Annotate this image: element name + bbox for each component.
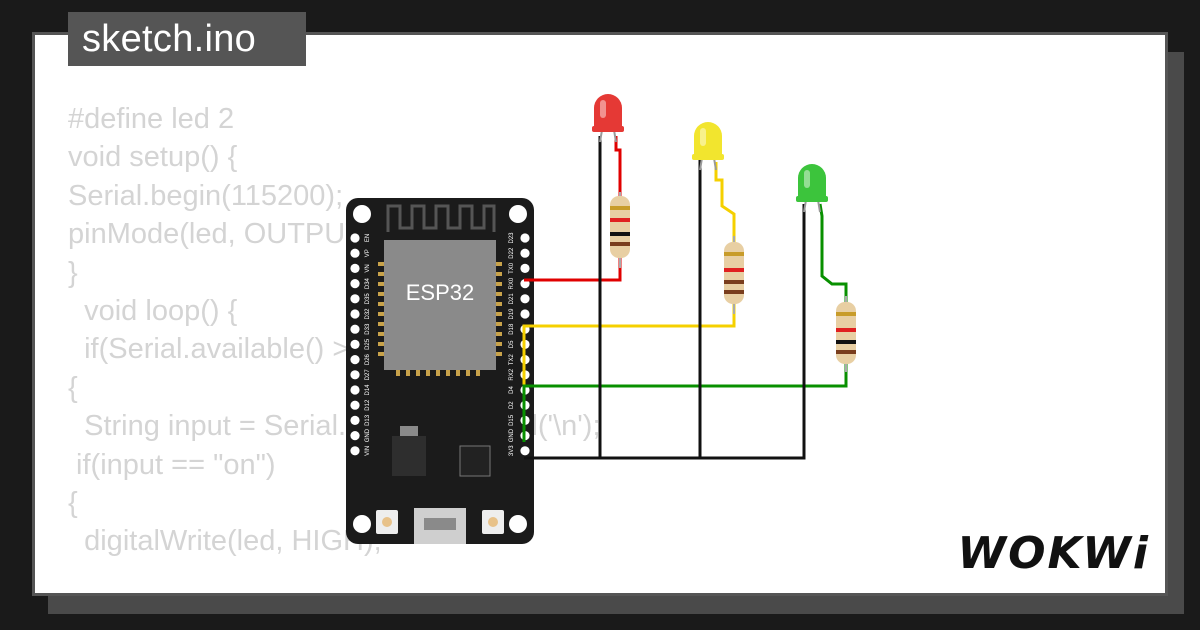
resistor-green-led[interactable] — [836, 296, 856, 372]
pin-label: VN — [365, 264, 371, 272]
pin-d35[interactable] — [350, 294, 360, 304]
pin-label: VIN — [365, 446, 371, 456]
pin-en[interactable] — [350, 233, 360, 243]
wire-red-led-anode — [614, 136, 622, 196]
pin-label: D4 — [509, 386, 515, 394]
pin-label: RX0 — [509, 277, 515, 289]
wires — [522, 136, 848, 460]
pin-d23[interactable] — [520, 233, 530, 243]
pin-label: GND — [365, 428, 371, 442]
file-tab[interactable]: sketch.ino — [68, 12, 306, 66]
module-pads — [378, 262, 502, 376]
leds — [592, 94, 828, 213]
pin-label: D26 — [365, 353, 371, 365]
pin-d14[interactable] — [350, 385, 360, 395]
pin-label: VP — [365, 249, 371, 257]
pin-gnd[interactable] — [350, 431, 360, 441]
pin-d32[interactable] — [350, 309, 360, 319]
pin-label: D33 — [365, 323, 371, 335]
led-yellow[interactable] — [692, 122, 724, 171]
pin-label: TX2 — [509, 353, 515, 365]
regulator-tab — [400, 426, 418, 436]
pin-label: D12 — [365, 399, 371, 411]
pin-vp[interactable] — [350, 248, 360, 258]
code-line: digitalWrite(led, HIGH); — [68, 525, 382, 558]
esp32-module — [384, 240, 496, 370]
pin-label: D35 — [365, 293, 371, 305]
wire-red[interactable] — [524, 258, 622, 282]
wire-gnd-green-led[interactable] — [524, 204, 806, 460]
pin-tx0[interactable] — [520, 263, 530, 273]
resistor-red-led[interactable] — [610, 192, 630, 268]
usb-port-slot — [424, 518, 456, 530]
code-line: pinMode(led, OUTPUT); — [68, 218, 381, 251]
code-line: Serial.begin(115200); — [68, 179, 344, 212]
mounting-hole — [509, 515, 527, 533]
wire-gnd-red-led[interactable] — [524, 136, 602, 460]
pin-label: D27 — [365, 369, 371, 381]
code-line: #define led 2 — [68, 103, 235, 135]
pin-d13[interactable] — [350, 415, 360, 425]
pin-vn[interactable] — [350, 263, 360, 273]
pin-label: D23 — [509, 232, 515, 244]
pin-label: 3V3 — [509, 445, 515, 456]
pin-label: D32 — [365, 308, 371, 320]
pin-d25[interactable] — [350, 339, 360, 349]
wokwi-logo: WOKWi — [957, 528, 1150, 579]
pin-label: D18 — [509, 323, 515, 335]
mounting-hole — [509, 205, 527, 223]
pin-d19[interactable] — [520, 309, 530, 319]
wire-green-led-anode — [818, 203, 848, 302]
pin-label: GND — [509, 428, 515, 442]
led-green[interactable] — [796, 164, 828, 213]
pin-label: D19 — [509, 308, 515, 320]
pin-d22[interactable] — [520, 248, 530, 258]
pin-label: D13 — [365, 414, 371, 426]
pin-label: D25 — [365, 338, 371, 350]
code-line: if(input == "on") — [68, 448, 276, 481]
pin-d26[interactable] — [350, 355, 360, 365]
wire-green[interactable] — [522, 362, 848, 442]
pin-d33[interactable] — [350, 324, 360, 334]
code-line: { — [68, 486, 78, 519]
wire-yellow[interactable] — [522, 302, 736, 442]
pin-label: D34 — [365, 277, 371, 289]
code-line: { — [68, 371, 78, 404]
pin-label: D22 — [509, 247, 515, 259]
antenna-trace — [386, 204, 496, 232]
mounting-hole — [353, 515, 371, 533]
resistor-yellow-led[interactable] — [724, 236, 744, 314]
mounting-hole — [353, 205, 371, 223]
pin-d12[interactable] — [350, 400, 360, 410]
usb-uart-chip — [459, 445, 491, 477]
pin-label: TX0 — [509, 262, 515, 274]
code-line: } — [68, 256, 78, 289]
led-red[interactable] — [592, 94, 624, 143]
pin-label: D2 — [509, 401, 515, 409]
pin-label: D5 — [509, 340, 515, 348]
pin-d21[interactable] — [520, 294, 530, 304]
reset-button-cap — [488, 517, 498, 527]
code-line: void setup() { — [68, 141, 238, 174]
voltage-regulator — [392, 436, 426, 476]
pin-d27[interactable] — [350, 370, 360, 380]
wire-yellow-led-anode — [714, 162, 736, 242]
pin-3v3[interactable] — [520, 446, 530, 456]
pin-d34[interactable] — [350, 279, 360, 289]
code-line: void loop() { — [68, 294, 238, 327]
chip-label: ESP32 — [406, 280, 475, 305]
pin-label: RX2 — [509, 368, 515, 380]
pin-label: D21 — [509, 293, 515, 305]
pin-label: D15 — [509, 414, 515, 426]
pin-vin[interactable] — [350, 446, 360, 456]
file-tab-label: sketch.ino — [82, 17, 257, 60]
boot-button-cap — [382, 517, 392, 527]
pin-label: D14 — [365, 384, 371, 396]
pin-label: EN — [365, 234, 371, 242]
